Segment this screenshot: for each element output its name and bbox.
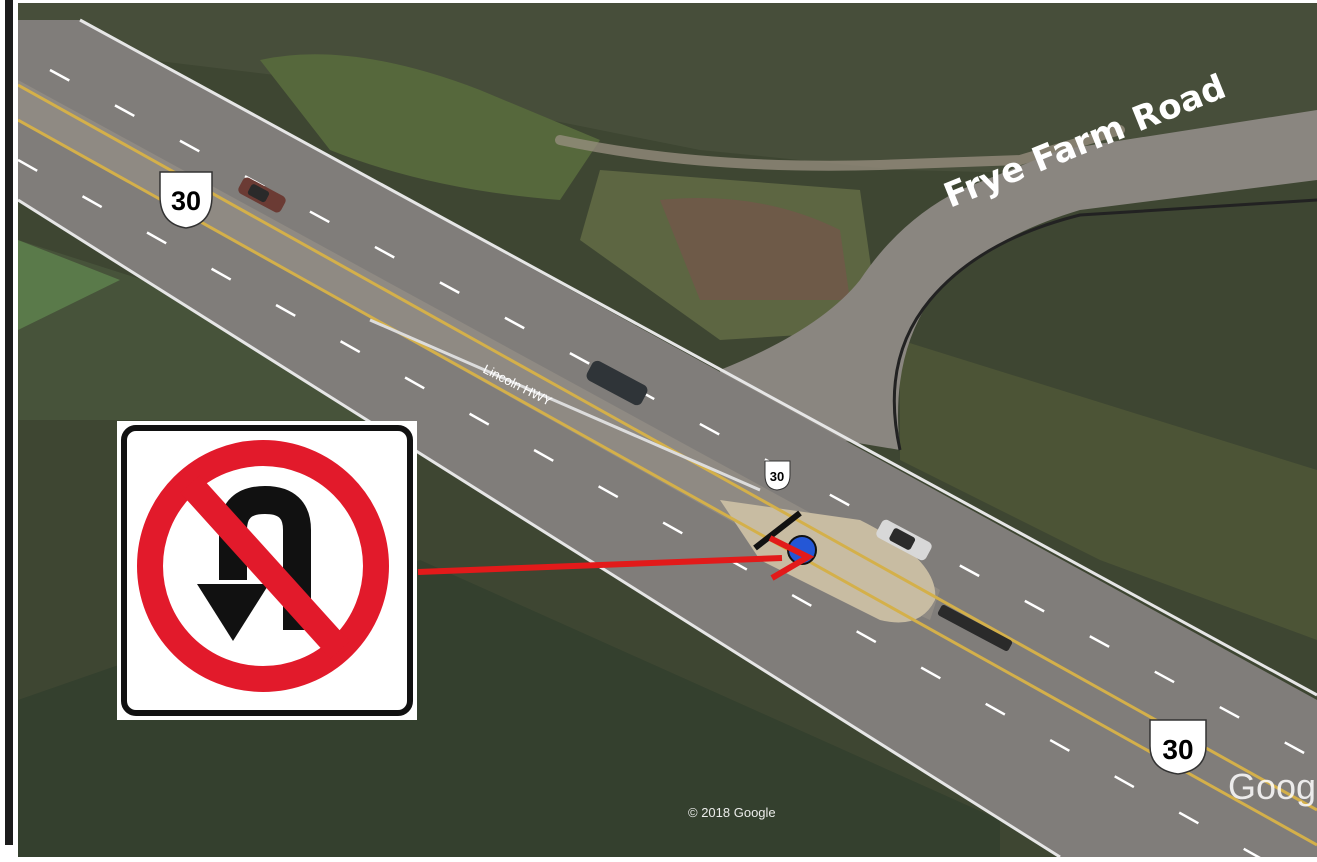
crossover-bar [753, 510, 802, 551]
red-arrow [417, 535, 815, 581]
frame-dark-bar [5, 0, 13, 845]
yellow-line-south [18, 118, 1317, 847]
car-4 [937, 604, 1013, 652]
edge-line-north [79, 18, 1317, 697]
prohibition-slash [180, 475, 350, 659]
route-shield-south-number: 30 [1162, 734, 1193, 765]
woods-east [900, 340, 1317, 640]
grass-patch-north [260, 54, 600, 201]
route-shield-center: 30 [764, 460, 791, 491]
route-shield-south: 30 [1149, 719, 1207, 775]
frye-farm-road [720, 110, 1317, 450]
lane-dashes-south [18, 158, 1261, 857]
route-shield-center-number: 30 [770, 469, 784, 484]
red-arrow-shaft [417, 555, 783, 575]
no-u-turn-sign [117, 421, 417, 720]
red-arrow-head [768, 535, 815, 581]
road-edge-line [892, 198, 1317, 451]
map-copyright: © 2018 Google [688, 805, 776, 820]
prohibition-circle [137, 440, 389, 692]
turn-lane-line [369, 318, 761, 492]
route-shield-north: 30 [159, 171, 213, 229]
dirt-trail [555, 125, 1125, 171]
woods-north [18, 3, 1317, 180]
sign-border [121, 425, 413, 716]
google-watermark: Goog [1228, 766, 1316, 807]
dirt-patch [660, 198, 850, 300]
frame-edge [0, 0, 5, 857]
yellow-line-north [18, 83, 1317, 812]
edge-line-south [18, 198, 1061, 857]
route-shield-north-number: 30 [171, 186, 201, 216]
car-2 [586, 360, 648, 406]
car-3 [876, 519, 932, 561]
car-1 [238, 177, 286, 213]
grass-bright-west [18, 240, 120, 330]
